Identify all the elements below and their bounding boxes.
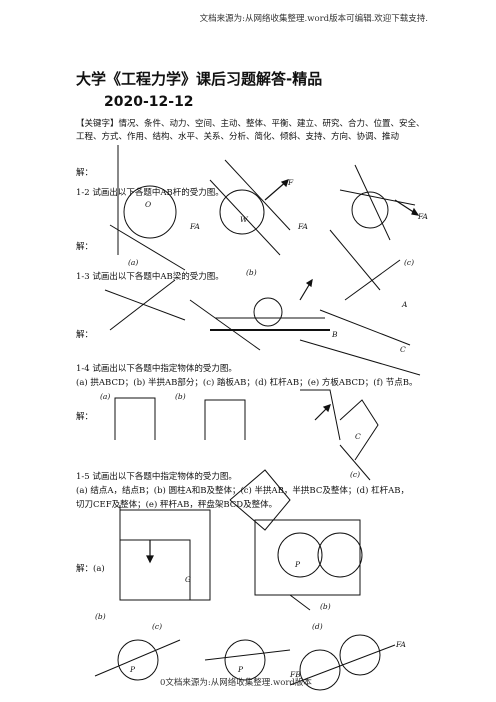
label-fa-3: FA bbox=[418, 212, 428, 221]
problem-1-5-items-1: (a) 结点A，结点B；(b) 圆柱A和B及整体；(c) 半拱AB，半拱BC及整… bbox=[76, 486, 409, 496]
keywords-paragraph: 【关键字】情况、条件、动力、空间、主动、整体、平衡、建立、研究、合力、位置、安全… bbox=[76, 119, 425, 142]
cylinder-3 bbox=[351, 191, 389, 229]
problem-1-4-items: (a) 拱ABCD；(b) 半拱AB部分；(c) 踏板AB；(d) 杠杆AB；(… bbox=[76, 378, 418, 388]
problem-1-4: 1-4 试画出以下各题中指定物体的受力图。 bbox=[76, 364, 237, 374]
label-fa-2: FA bbox=[298, 222, 308, 231]
label-fb-4: FB bbox=[290, 670, 301, 679]
problem-1-3: 1-3 试画出以下各题中AB梁的受力图。 bbox=[76, 272, 224, 282]
problem-1-5-items-2: 切刀CEF及整体；(e) 秤杆AB，秤盘架BCD及整体。 bbox=[76, 500, 278, 510]
label-w-1: W bbox=[240, 215, 248, 224]
cylinder-2 bbox=[219, 189, 265, 235]
problem-1-2: 1-2 试画出以下各题中AB杆的受力图。 bbox=[76, 188, 224, 198]
sub-label-b-5: (b) bbox=[95, 612, 106, 621]
label-c-2: B bbox=[332, 330, 338, 339]
sub-label-a-2: (a) bbox=[100, 392, 111, 401]
label-d-3: C bbox=[355, 432, 361, 441]
page-header: 文档来源为:从网络收集整理.word版本可编辑.欢迎下载支持. bbox=[199, 14, 428, 24]
sub-label-c-3: (c) bbox=[350, 470, 361, 479]
sub-label-d-5: (d) bbox=[312, 622, 323, 631]
label-o-1: O bbox=[145, 200, 152, 209]
label-d-2: C bbox=[400, 345, 406, 354]
sub-label-a-1: (a) bbox=[128, 258, 139, 267]
answer-label-1: 解： bbox=[76, 168, 94, 178]
sub-label-b-1: (b) bbox=[246, 268, 257, 277]
page-footer: 0文档来源为:从网络收集整理.word版本 bbox=[160, 678, 312, 688]
answer-label-5: 解：(a) bbox=[76, 564, 105, 574]
label-fa-4: FA bbox=[396, 640, 406, 649]
label-g: G bbox=[185, 575, 191, 584]
label-fa-1: FA bbox=[190, 222, 200, 231]
problem-1-5: 1-5 试画出以下各题中指定物体的受力图。 bbox=[76, 472, 237, 482]
sub-label-b-4: (b) bbox=[320, 602, 331, 611]
cylinder-1 bbox=[123, 185, 177, 239]
document-title: 大学《工程力学》课后习题解答-精品 bbox=[76, 70, 323, 88]
sub-label-c-5: (c) bbox=[152, 622, 163, 631]
answer-label-2: 解： bbox=[76, 242, 94, 252]
label-p-2: P bbox=[130, 665, 136, 674]
label-p-1: P bbox=[295, 560, 301, 569]
answer-label-3: 解： bbox=[76, 330, 94, 340]
label-f-1: F bbox=[288, 178, 294, 187]
label-b-2: A bbox=[402, 300, 408, 309]
bar-ab-1 bbox=[109, 224, 186, 271]
sub-label-c-1: (c) bbox=[404, 258, 415, 267]
sub-label-b-2: (b) bbox=[175, 392, 186, 401]
answer-label-4: 解： bbox=[76, 412, 94, 422]
label-p-3: P bbox=[238, 665, 244, 674]
document-date: 2020-12-12 bbox=[104, 94, 194, 110]
